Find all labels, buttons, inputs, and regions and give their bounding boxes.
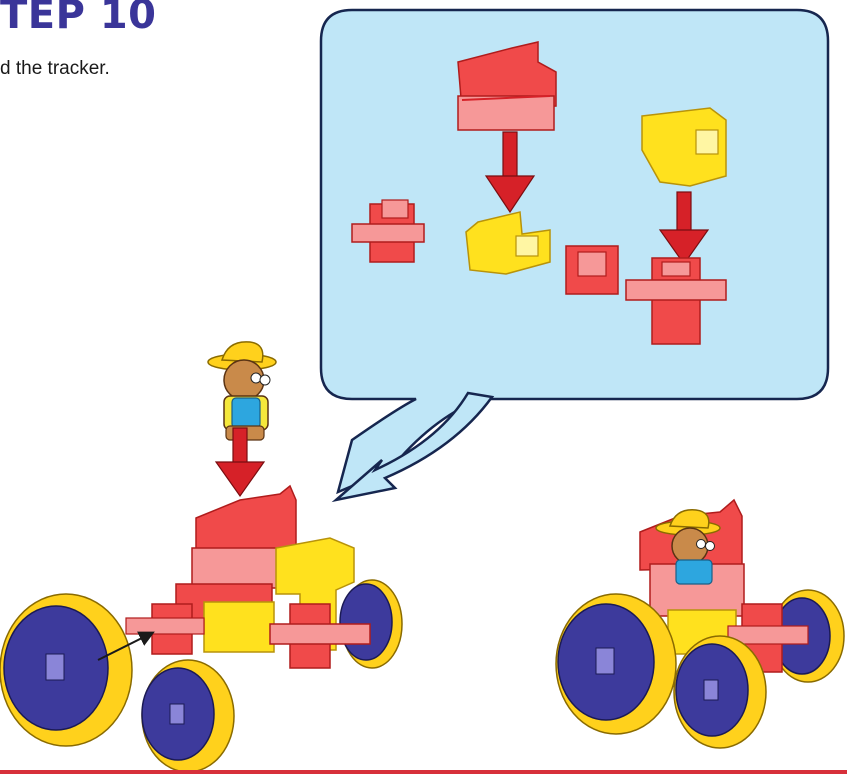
bottom-rule — [0, 770, 847, 774]
wheel-icon — [555, 593, 677, 735]
seat-piece-icon — [457, 41, 557, 131]
wheel-icon — [0, 593, 133, 747]
wheel-icon — [141, 659, 235, 773]
down-arrow-icon — [214, 427, 266, 498]
callout-pointer-arrow — [331, 391, 495, 503]
yellow-piece-icon — [465, 211, 551, 275]
yellow-block-icon — [641, 107, 727, 187]
step-title: TEP 10 — [0, 0, 157, 38]
step-instruction: d the tracker. — [0, 58, 110, 79]
cross-piece-icon — [625, 257, 727, 345]
down-arrow-icon — [658, 191, 710, 266]
cube-piece-icon — [565, 245, 619, 295]
tracker-assembly-left — [125, 484, 403, 669]
down-arrow-icon — [484, 131, 536, 214]
wheel-icon — [673, 635, 767, 749]
connector-arrow-icon — [97, 631, 155, 661]
cross-piece-icon — [351, 199, 425, 263]
tracker-assembly-complete — [639, 498, 845, 683]
toy-figure-icon — [207, 341, 277, 441]
